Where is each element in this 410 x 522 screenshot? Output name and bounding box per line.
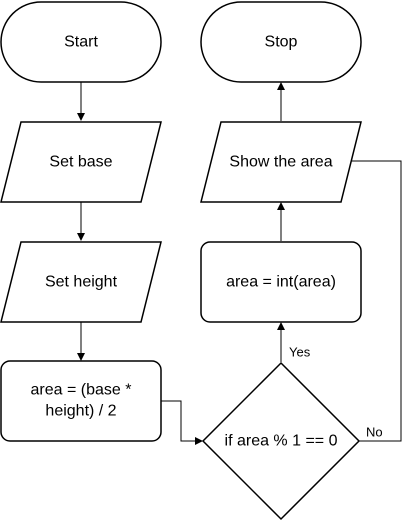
stop-label: Stop xyxy=(265,34,298,51)
set-base-label: Set base xyxy=(49,154,112,171)
show-area-output: Show the area xyxy=(200,121,362,203)
show-area-label: Show the area xyxy=(229,154,332,171)
int-area-label: area = int(area) xyxy=(226,274,336,291)
decision-diamond: if area % 1 == 0 xyxy=(201,361,361,521)
stop-terminator: Stop xyxy=(200,1,362,83)
edge-decision-no-to-show-area xyxy=(341,157,402,442)
set-height-label: Set height xyxy=(45,274,118,291)
compute-area-process: area = (base * height) / 2 xyxy=(0,360,162,442)
compute-area-label-line2: height) / 2 xyxy=(45,403,116,420)
int-area-process: area = int(area) xyxy=(200,241,362,323)
decision-label: if area % 1 == 0 xyxy=(225,433,338,450)
start-label: Start xyxy=(64,34,98,51)
edges xyxy=(77,82,402,445)
start-terminator: Start xyxy=(0,1,162,83)
edge-label-no: No xyxy=(366,425,383,440)
compute-area-label-line1: area = (base * xyxy=(31,382,132,399)
edge-area-to-decision xyxy=(161,400,203,445)
set-height-input: Set height xyxy=(0,241,162,323)
set-base-input: Set base xyxy=(0,121,162,203)
edge-label-yes: Yes xyxy=(289,345,311,360)
